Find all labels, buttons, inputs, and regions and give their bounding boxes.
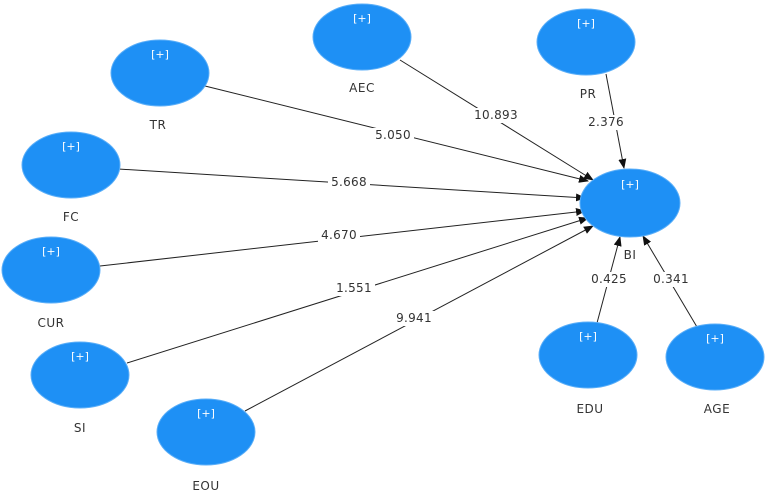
node-ellipse[interactable] <box>21 131 121 199</box>
edge-label-background <box>585 115 627 130</box>
expand-icon[interactable]: [+] <box>71 350 89 363</box>
node-aec[interactable]: [+] AEC <box>312 3 412 95</box>
node-cur[interactable]: [+] CUR <box>1 236 101 330</box>
expand-icon[interactable]: [+] <box>579 330 597 343</box>
node-si[interactable]: [+] SI <box>30 341 130 435</box>
edge-labels-layer: 5.050 10.893 2.376 5.668 4.670 1.551 9.941 0.42… <box>318 108 692 326</box>
node-label-aec: AEC <box>349 81 375 95</box>
path-coefficient-cur: 4.670 <box>321 228 357 242</box>
edge-label-background <box>393 311 435 326</box>
node-age[interactable]: [+] AGE <box>665 323 765 416</box>
nodes-layer: [+]AEC[+]PR[+]TR[+]FC[+]CUR[+]SI[+]EOU[+… <box>1 3 765 493</box>
path-coefficient-pr: 2.376 <box>588 115 624 129</box>
node-tr[interactable]: [+] TR <box>110 39 210 132</box>
path-coefficient-fc: 5.668 <box>331 175 367 189</box>
path-coefficient-eou: 9.941 <box>396 311 432 325</box>
node-ellipse[interactable] <box>110 39 210 107</box>
node-ellipse[interactable] <box>312 3 412 71</box>
expand-icon[interactable]: [+] <box>42 245 60 258</box>
edge-label-background <box>328 175 370 190</box>
path-coefficient-aec: 10.893 <box>474 108 518 122</box>
node-label-fc: FC <box>63 210 79 224</box>
node-label-edu: EDU <box>576 402 603 416</box>
node-ellipse[interactable] <box>579 168 681 238</box>
expand-icon[interactable]: [+] <box>62 140 80 153</box>
node-ellipse[interactable] <box>30 341 130 409</box>
node-ellipse[interactable] <box>156 398 256 466</box>
node-ellipse[interactable] <box>1 236 101 304</box>
node-label-pr: PR <box>580 87 597 101</box>
path-coefficient-si: 1.551 <box>336 281 372 295</box>
expand-icon[interactable]: [+] <box>353 12 371 25</box>
edge-label-background <box>650 272 692 287</box>
edge-label-background <box>471 108 521 123</box>
expand-icon[interactable]: [+] <box>151 48 169 61</box>
edge-label-background <box>318 228 360 243</box>
node-label-eou: EOU <box>192 479 219 493</box>
edge-label-background <box>588 272 630 287</box>
node-label-tr: TR <box>149 118 167 132</box>
node-label-cur: CUR <box>38 316 65 330</box>
node-label-age: AGE <box>704 402 730 416</box>
edge-label-background <box>372 128 414 143</box>
path-coefficient-tr: 5.050 <box>375 128 411 142</box>
node-ellipse[interactable] <box>536 8 636 76</box>
node-fc[interactable]: [+] FC <box>21 131 121 224</box>
node-pr[interactable]: [+] PR <box>536 8 636 101</box>
expand-icon[interactable]: [+] <box>621 178 639 191</box>
node-label-si: SI <box>74 421 86 435</box>
node-label-bi: BI <box>624 248 637 262</box>
path-coefficient-edu: 0.425 <box>591 272 627 286</box>
edge-label-background <box>333 281 375 296</box>
node-eou[interactable]: [+] EOU <box>156 398 256 493</box>
expand-icon[interactable]: [+] <box>197 407 215 420</box>
expand-icon[interactable]: [+] <box>577 17 595 30</box>
node-edu[interactable]: [+] EDU <box>538 321 638 416</box>
node-bi[interactable]: [+] BI <box>579 168 681 262</box>
expand-icon[interactable]: [+] <box>706 332 724 345</box>
path-coefficient-age: 0.341 <box>653 272 689 286</box>
node-ellipse[interactable] <box>538 321 638 389</box>
node-ellipse[interactable] <box>665 323 765 391</box>
